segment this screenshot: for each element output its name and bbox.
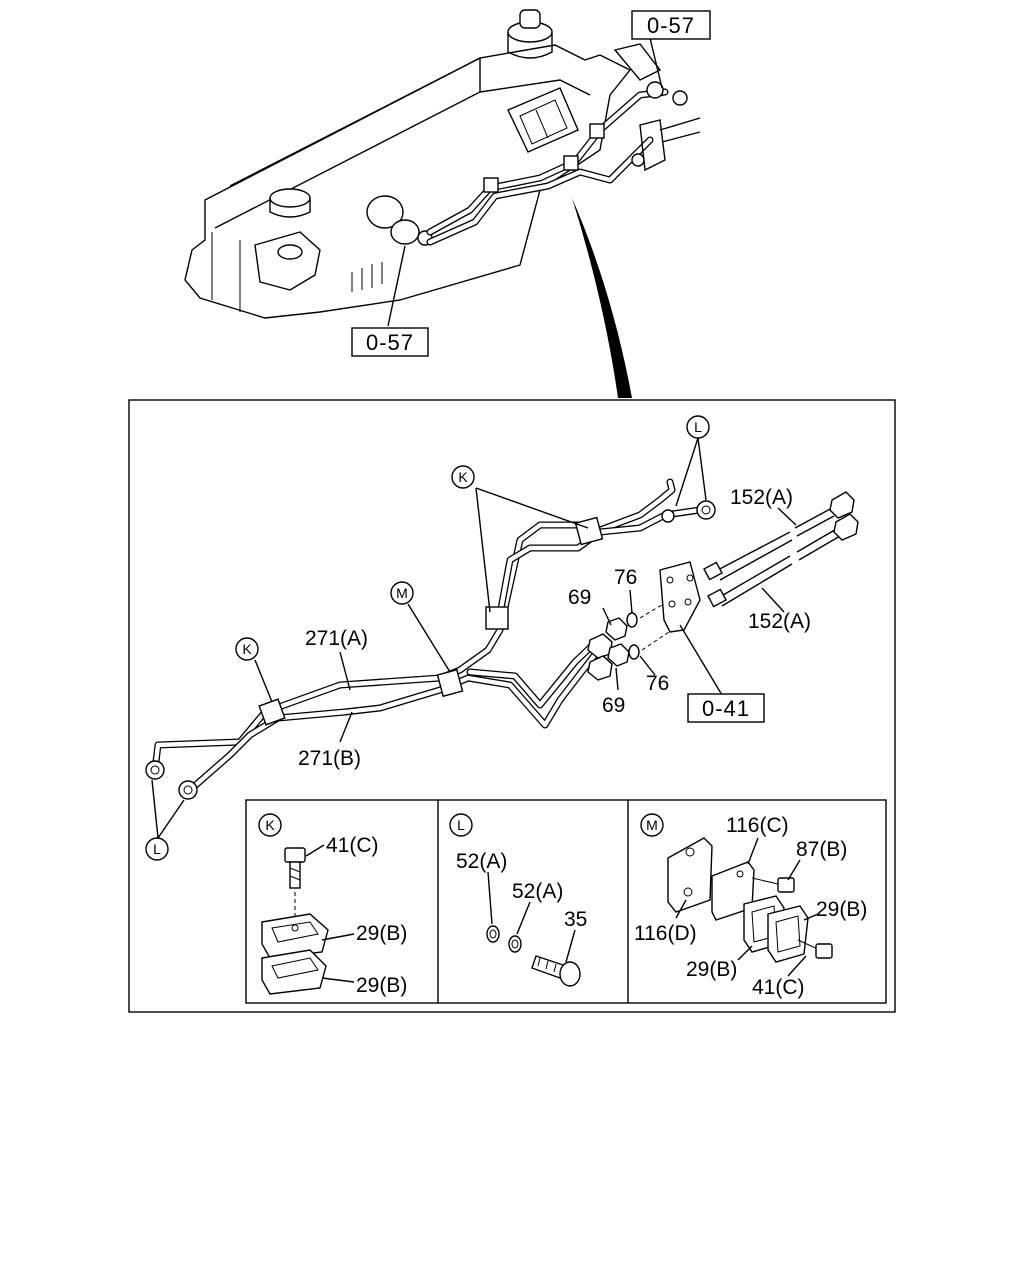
label-152a-bottom: 152(A) <box>748 610 811 633</box>
detail-l-washer-1-label: 52(A) <box>456 850 507 873</box>
detail-k-bolt-label: 41(C) <box>326 834 379 857</box>
detail-l-washer-2-label: 52(A) <box>512 880 563 903</box>
detail-k-clamp-lower-label: 29(B) <box>356 974 407 997</box>
detail-m-bolt-c-label: 41(C) <box>752 976 805 999</box>
detail-m-clamp-right-label: 29(B) <box>816 898 867 921</box>
label-271a: 271(A) <box>305 627 368 650</box>
detail-m-bracket-c-label: 116(C) <box>726 814 789 837</box>
magnify-arrow <box>572 198 632 398</box>
label-76-bottom: 76 <box>646 672 669 695</box>
label-69-bottom: 69 <box>602 694 625 717</box>
detail-k-clamp-upper-label: 29(B) <box>356 922 407 945</box>
detail-frame <box>128 399 896 1013</box>
label-271b: 271(B) <box>298 747 361 770</box>
detail-l-tag: L <box>457 817 465 833</box>
main-pipe-assembly: K L M K L 152(A) 152(A) 76 69 76 69 271(… <box>145 415 859 861</box>
detail-m-bracket-d-label: 116(D) <box>634 922 697 945</box>
label-69-top: 69 <box>568 586 591 609</box>
detail-m: M 116(C) 87(B) 29(B) 116(D) 29(B) 41(C) <box>634 813 867 999</box>
label-152a-top: 152(A) <box>730 486 793 509</box>
detail-l: L 52(A) 52(A) 35 <box>449 813 587 987</box>
detail-l-eye-bolt-label: 35 <box>564 908 587 931</box>
detail-panels <box>245 799 887 1004</box>
detail-k: K 41(C) 29(B) 29(B) <box>258 813 407 997</box>
callout-k-top: K <box>458 469 468 485</box>
ref-0-41: 0-41 <box>702 696 750 721</box>
engine-overview: 0-57 0-57 <box>184 9 711 398</box>
ref-0-57-top: 0-57 <box>647 13 695 38</box>
label-76-top: 76 <box>614 566 637 589</box>
callout-k-left: K <box>242 641 252 657</box>
callout-m: M <box>396 585 408 601</box>
detail-m-clamp-left-label: 29(B) <box>686 958 737 981</box>
ref-0-57-bottom: 0-57 <box>366 330 414 355</box>
detail-k-tag: K <box>265 817 275 833</box>
detail-m-bolt-b-label: 87(B) <box>796 838 847 861</box>
callout-l-bottom: L <box>153 841 161 857</box>
callout-l-top: L <box>694 419 702 435</box>
detail-m-tag: M <box>646 817 658 833</box>
